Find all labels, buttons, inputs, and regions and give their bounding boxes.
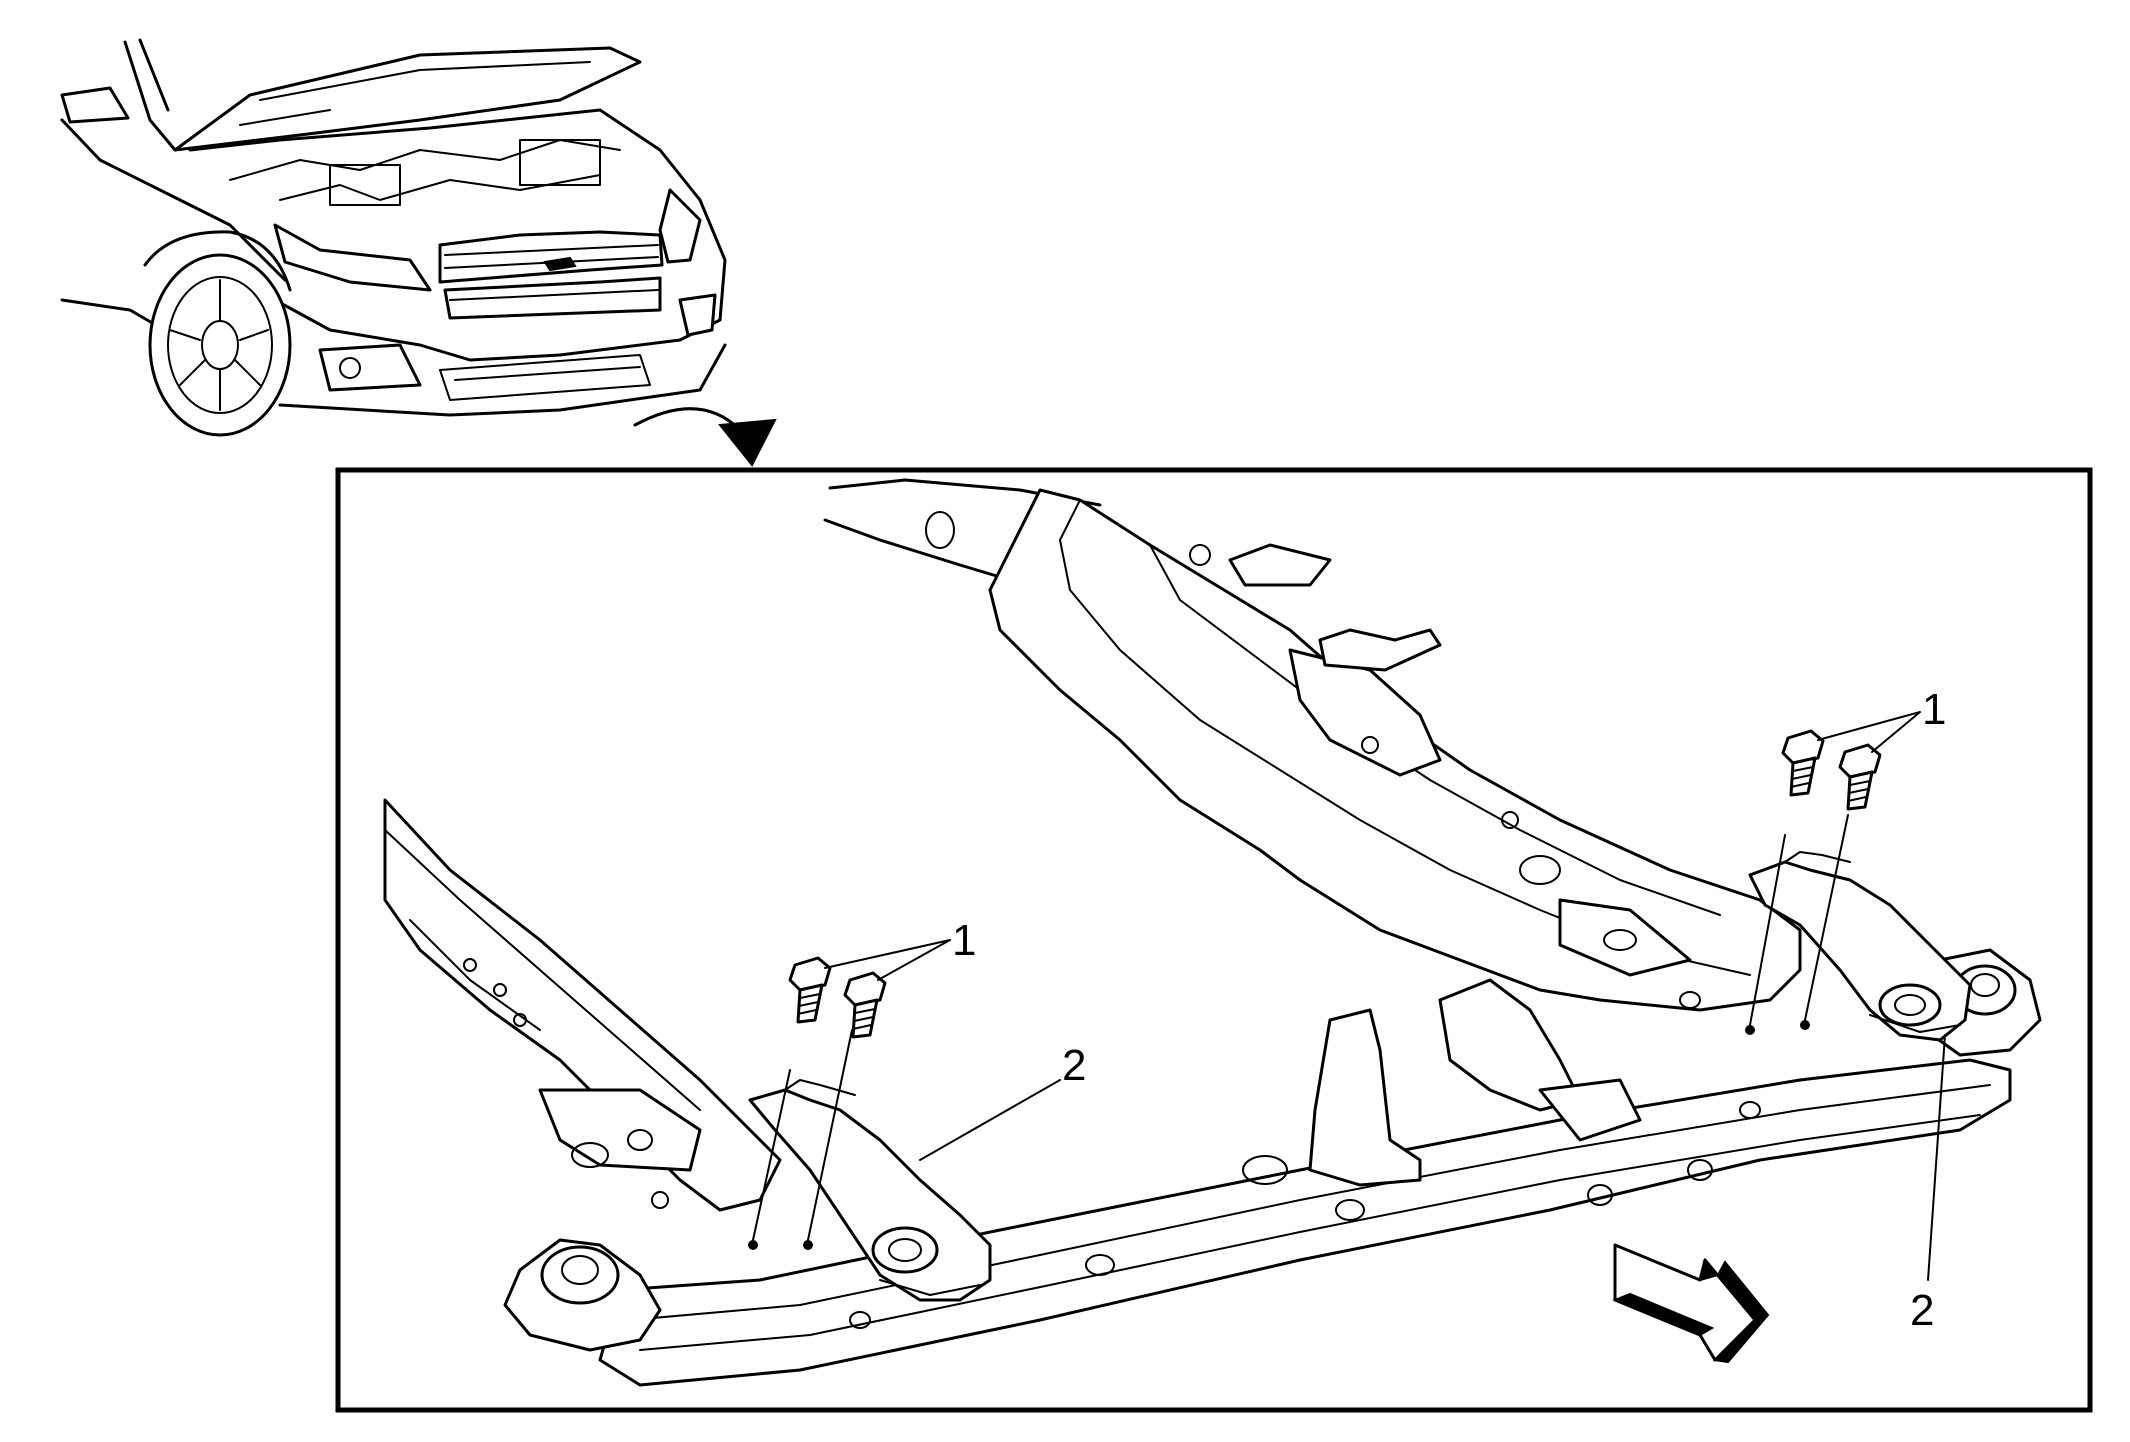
callout-2-left: 2 xyxy=(1062,1041,1086,1090)
bolt-icon xyxy=(788,956,887,1039)
front-arrow-icon xyxy=(1612,1243,1770,1364)
callout-1-left: 1 xyxy=(952,916,976,965)
subframe-drawing xyxy=(383,478,2042,1387)
leader-line-2-left xyxy=(919,1079,1061,1161)
detail-frame xyxy=(335,467,2093,1413)
bolt-icon xyxy=(1781,729,1882,811)
leader-line-1-right xyxy=(1817,711,1921,753)
callout-2-right: 2 xyxy=(1910,1286,1934,1335)
direction-arrow-icon xyxy=(633,407,777,467)
leader-line-1-left xyxy=(824,939,951,981)
vehicle-front-view xyxy=(60,38,727,437)
callout-1-right: 1 xyxy=(1922,685,1946,734)
bracket-right xyxy=(1745,814,1972,1281)
bracket-left xyxy=(748,1029,992,1302)
